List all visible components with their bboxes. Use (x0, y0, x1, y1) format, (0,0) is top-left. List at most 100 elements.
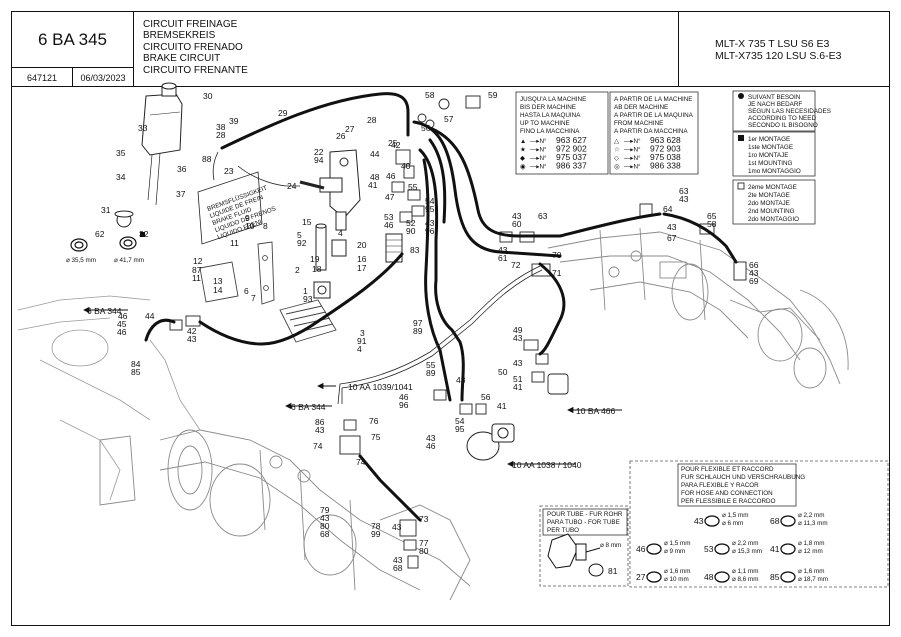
callout-number: 19 (310, 254, 320, 264)
seal-62-diameter: ⌀ 35,5 mm (66, 257, 96, 264)
callout-number: 3 (360, 328, 365, 338)
tube-box-title-line: PARA TUBO - FOR TUBE (547, 519, 620, 526)
brake-lines (144, 92, 738, 522)
callout-number: 59 (488, 90, 498, 100)
legend-col2-title-line: FROM MACHINE (614, 120, 663, 127)
seal-thickness: ⌀ 2,2 mm (798, 512, 825, 519)
legend-col1-title-line: JUSQU'A LA MACHINE (520, 96, 586, 103)
seal-ref: 48 (704, 572, 714, 582)
title-en: BRAKE CIRCUIT (143, 53, 221, 65)
callout-number: 22 (314, 147, 324, 157)
callout-number: 38 (216, 122, 226, 132)
hose-box-title-line: FUR SCHLAUCH UND VERSCHRAUBUNG (681, 474, 805, 481)
legend-col2-title-line: A PARTIR DE LA MACHINE (614, 96, 693, 103)
doc-date: 06/03/2023 (73, 68, 134, 87)
seal-diameter: ⌀ 9 mm (664, 548, 685, 555)
brake-master-cylinder (299, 149, 403, 299)
callout-number: 43 (749, 268, 759, 278)
callout-number: 48 (370, 172, 380, 182)
ref-10ba466: 10 BA 466 (576, 406, 616, 416)
note-first-mount-line: 1mo MONTAGGIO (748, 168, 801, 175)
callout-number: 74 (356, 457, 366, 467)
legend-serial-from: 986 338 (650, 161, 681, 171)
seal-ring (780, 543, 796, 555)
callout-number: 43 (513, 333, 523, 343)
seal-diameter: ⌀ 8,6 mm (732, 576, 759, 583)
callout-number: 41 (497, 401, 507, 411)
callout-number: 77 (419, 538, 429, 548)
callout-number: 83 (410, 245, 420, 255)
callout-number: 72 (511, 260, 521, 270)
callout-number: 52 (406, 218, 416, 228)
seal-ref: 85 (770, 572, 780, 582)
hose-box-title-line: PARA FLEXIBLE Y RACOR (681, 482, 759, 489)
rigid-tubes (212, 151, 543, 405)
seal-thickness: ⌀ 2,2 mm (732, 540, 759, 547)
callout-number: 43 (498, 245, 508, 255)
ref-10aa1039: 10 AA 1039/1041 (348, 382, 413, 392)
brake-fluid-reservoir (114, 82, 183, 228)
callout-number: 70 (552, 250, 562, 260)
callout-number: 42 (391, 140, 401, 150)
note-need-line: ACCORDING TO NEED (748, 115, 816, 122)
callout-number: 43 (512, 211, 522, 221)
callout-number: 11 (192, 273, 201, 283)
note-second-mount-line: 2do MONTAGGIO (748, 216, 799, 223)
note-first-mount-line: 1er MONTAGE (748, 136, 790, 143)
callout-number: 94 (314, 155, 324, 165)
title-it: CIRCUITO FRENANTE (143, 64, 248, 76)
callout-number: 69 (749, 276, 759, 286)
tube-diameter: ⌀ 8 mm (600, 542, 621, 549)
pressure-accumulator (466, 423, 515, 461)
callout-number: 43 (315, 425, 325, 435)
callout-number: 66 (749, 260, 759, 270)
legend-nr-label: —▸N° (530, 146, 547, 154)
callout-number: 68 (393, 563, 403, 573)
frame-sketch-left (17, 295, 201, 501)
callout-number: 45 (117, 319, 127, 329)
doc-code: 647121 (12, 68, 73, 87)
callout-number: 41 (368, 180, 378, 190)
callout-number: 85 (131, 367, 141, 377)
note-second-mount-line: 2ème MONTAGE (748, 184, 797, 191)
callout-number: 4 (357, 344, 362, 354)
callout-number: 37 (176, 189, 186, 199)
drawing-frame (11, 87, 890, 626)
seal-ring (780, 571, 796, 583)
callout-number: 89 (426, 368, 436, 378)
ref-6ba344-left: 6 BA 344 (87, 306, 122, 316)
title-block: 6 BA 345 647121 06/03/2023 CIRCUIT FREIN… (11, 11, 890, 87)
callout-number: 20 (357, 240, 367, 250)
callout-number: 54 (425, 196, 435, 206)
callout-number: 61 (498, 253, 508, 263)
note-first-mount-line: 1ro MONTAJE (748, 152, 788, 159)
legend-col1-title-line: FINO LA MACCHINA (520, 128, 580, 135)
legend-nr-label: —▸N° (624, 163, 641, 171)
callout-number: 36 (177, 164, 187, 174)
callout-number: 43 (679, 194, 689, 204)
callout-number: 23 (224, 166, 234, 176)
callout-number: 71 (552, 268, 562, 278)
model-1: MLT-X 735 T LSU S6 E3 (715, 37, 830, 50)
callout-number: 64 (663, 204, 673, 214)
note-need-line: SECONDO IL BISOGNO (748, 122, 818, 129)
title-de: BREMSEKREIS (143, 30, 216, 42)
legend-symbol-open: ◇ (614, 155, 619, 162)
callout-number: 86 (315, 417, 325, 427)
seal-ring (714, 571, 730, 583)
seal-ref: 46 (636, 544, 646, 554)
callout-number: 46 (386, 171, 396, 181)
callout-number: 32 (139, 229, 149, 239)
seal-thickness: ⌀ 1,6 mm (798, 568, 825, 575)
seal-diameter: ⌀ 15,3 mm (732, 548, 762, 555)
tube-ref: 81 (608, 566, 618, 576)
callout-number: 63 (679, 186, 689, 196)
callout-number: 43 (393, 555, 403, 565)
callout-number: 33 (138, 123, 148, 133)
callout-number: 58 (707, 219, 717, 229)
callout-number: 80 (419, 546, 429, 556)
